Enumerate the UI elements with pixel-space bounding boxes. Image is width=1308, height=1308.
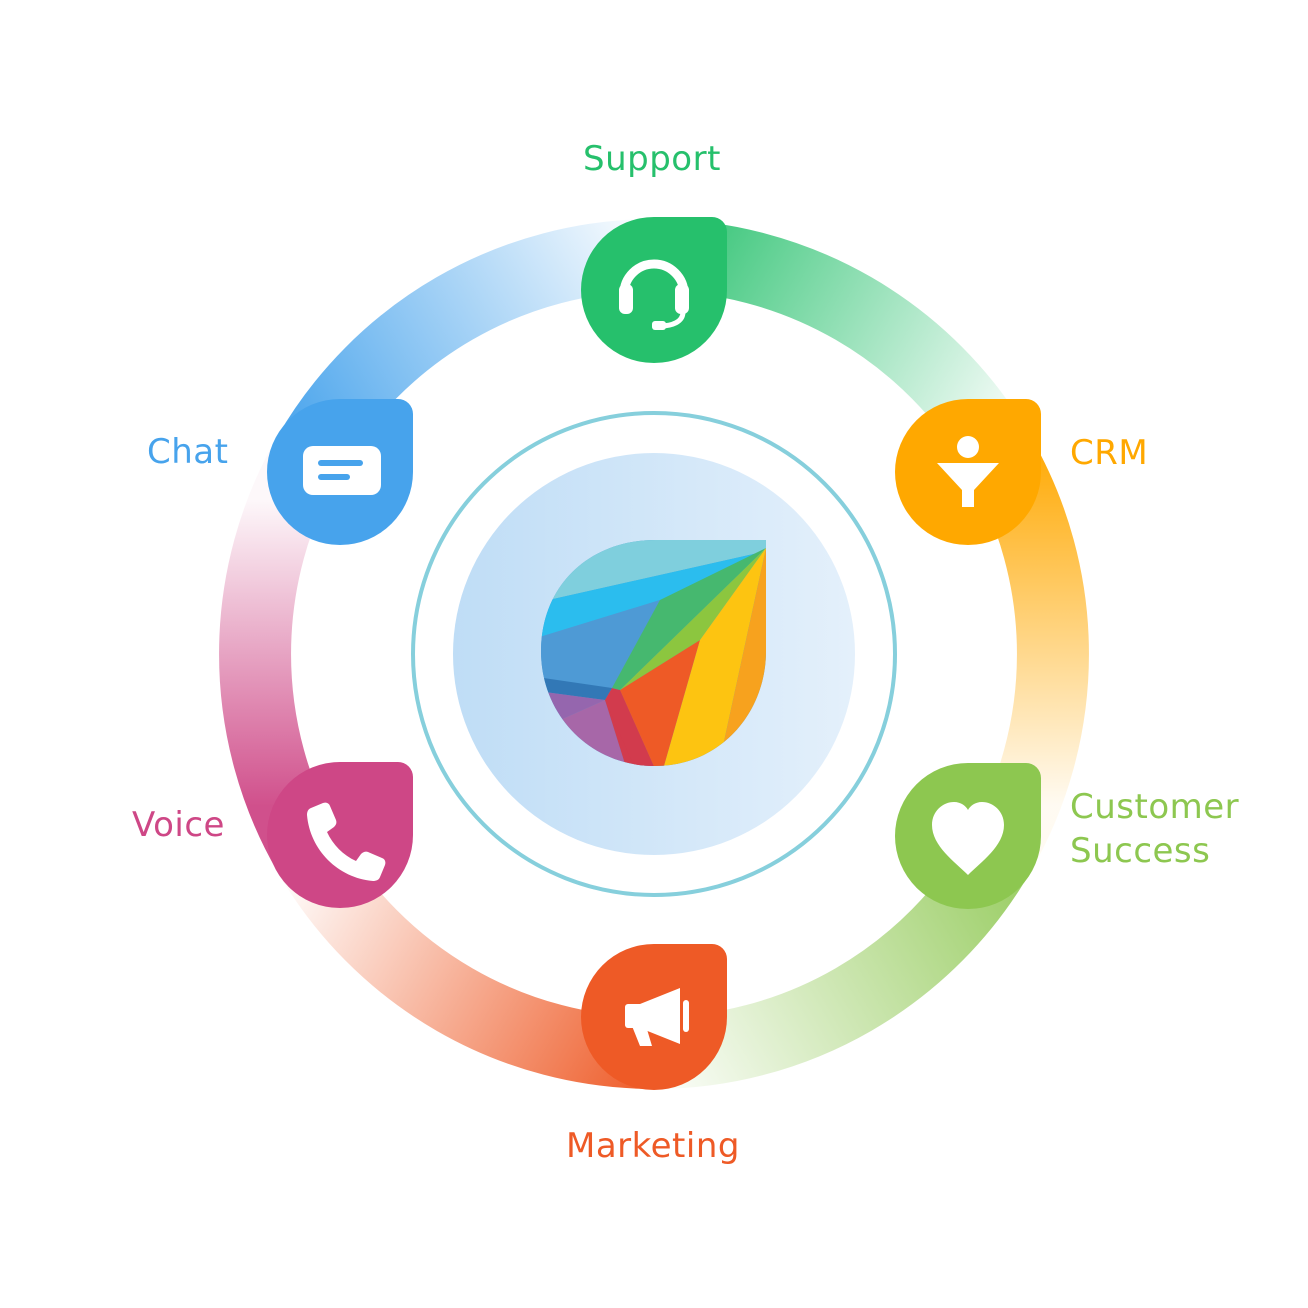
node-support-shape [581, 217, 727, 363]
node-customer-success[interactable] [895, 763, 1041, 909]
label-customer-success: Customer Success [1070, 785, 1239, 873]
headset-icon [619, 259, 689, 330]
node-support[interactable] [581, 217, 727, 363]
label-support: Support [583, 139, 721, 179]
user-funnel-icon [937, 436, 999, 507]
label-chat: Chat [147, 432, 229, 472]
logo-petal-icon [541, 540, 766, 766]
node-chat[interactable] [267, 399, 413, 545]
node-voice-shape [267, 762, 413, 908]
phone-icon [307, 802, 386, 881]
heart-icon [932, 802, 1004, 875]
label-voice: Voice [132, 805, 225, 845]
label-marketing: Marketing [566, 1126, 740, 1166]
node-voice[interactable] [267, 762, 413, 908]
label-crm: CRM [1070, 433, 1149, 473]
node-marketing[interactable] [581, 944, 727, 1090]
megaphone-icon [625, 988, 689, 1046]
node-crm[interactable] [895, 399, 1041, 545]
label-customer-success-line2: Success [1070, 831, 1211, 871]
label-customer-success-line1: Customer [1070, 787, 1240, 827]
chat-bubble-icon [303, 446, 381, 495]
